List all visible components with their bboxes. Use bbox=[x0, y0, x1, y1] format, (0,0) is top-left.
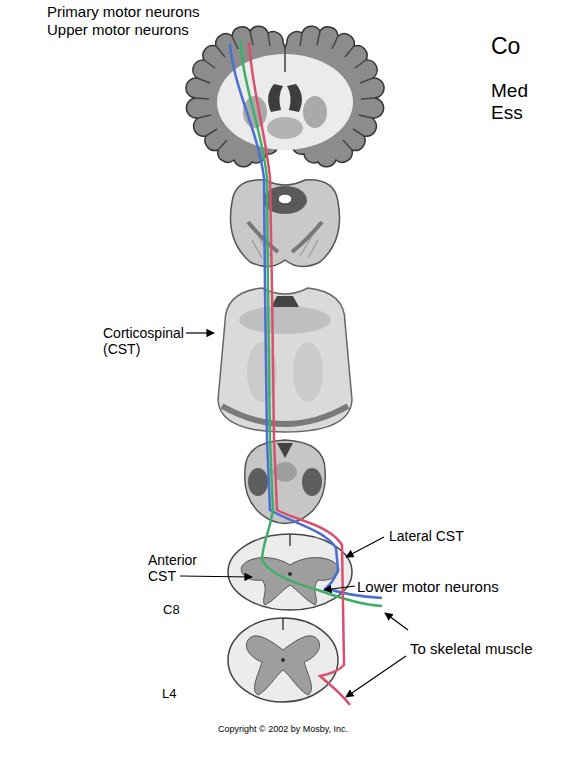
leader-arrow bbox=[346, 537, 384, 557]
sulci-lines bbox=[195, 31, 375, 150]
pons-section bbox=[218, 288, 352, 432]
median-fissure bbox=[282, 618, 284, 630]
segment-label: L4 bbox=[162, 687, 176, 702]
tract-label: Anterior CST bbox=[148, 552, 216, 584]
leader-arrow bbox=[180, 576, 252, 577]
pontine-base bbox=[222, 406, 348, 424]
inferior-olive bbox=[248, 468, 268, 496]
lateral-ventricle bbox=[268, 84, 283, 112]
cerebral-aqueduct bbox=[278, 194, 292, 204]
tract-label: Lateral CST bbox=[389, 528, 464, 544]
inferior-olive bbox=[302, 468, 322, 496]
fourth-ventricle bbox=[277, 443, 293, 458]
tract-label: Corticospinal (CST) bbox=[103, 325, 203, 357]
slide-subtitle: Med bbox=[491, 80, 528, 102]
neuron-label: Upper motor neurons bbox=[47, 21, 189, 38]
basal-ganglia bbox=[303, 96, 327, 128]
lateral-ventricle bbox=[287, 84, 302, 112]
neuron-label: Primary motor neurons bbox=[47, 3, 200, 20]
median-fissure bbox=[289, 534, 291, 546]
leader-arrow bbox=[186, 332, 214, 333]
gray-matter bbox=[246, 636, 319, 695]
slide-subtitle: Ess bbox=[491, 102, 523, 124]
midbrain-section bbox=[230, 180, 339, 267]
blue-tract bbox=[230, 44, 382, 598]
slide-title: Co bbox=[491, 33, 520, 59]
thalamus bbox=[267, 117, 303, 139]
medulla-section bbox=[245, 440, 326, 524]
muscle-label: To skeletal muscle bbox=[410, 640, 533, 657]
brain-cortex bbox=[186, 26, 384, 167]
central-canal bbox=[281, 658, 285, 662]
fourth-ventricle bbox=[271, 296, 299, 307]
neuron-label: Lower motor neurons bbox=[357, 578, 499, 595]
pontine-tegmentum bbox=[239, 306, 331, 334]
peduncle-striations bbox=[252, 236, 318, 258]
spinal-cord-l4 bbox=[228, 618, 338, 702]
leader-arrow bbox=[346, 656, 406, 697]
leader-arrow bbox=[324, 586, 355, 590]
central-canal bbox=[288, 572, 292, 576]
pontine-nuclei bbox=[293, 342, 323, 402]
red-tract bbox=[249, 42, 350, 705]
segment-label: C8 bbox=[163, 603, 180, 618]
leader-arrow bbox=[385, 613, 408, 630]
copyright-note: Copyright © 2002 by Mosby, Inc. bbox=[218, 724, 348, 734]
